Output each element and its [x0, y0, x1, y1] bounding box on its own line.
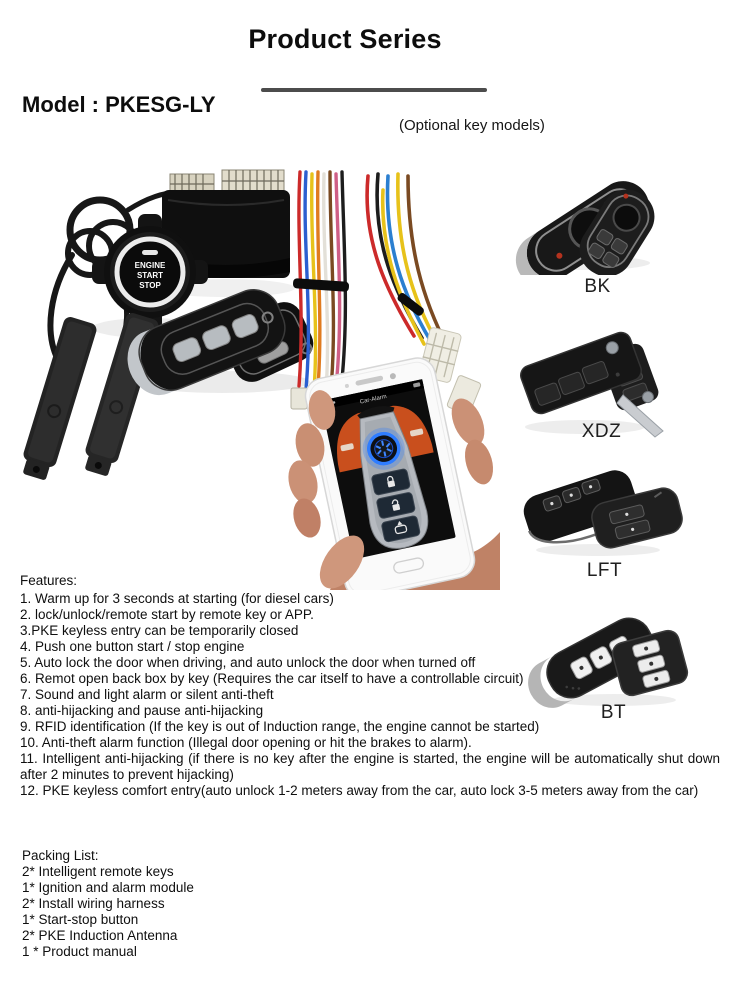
fingers-image	[288, 390, 365, 589]
app-title: Car-Alarm	[359, 394, 387, 406]
optional-key-models-label: (Optional key models)	[399, 117, 545, 134]
start-button-label-line1: ENGINE	[135, 261, 166, 270]
feature-item-9: 9. RFID identification (If the key is ou…	[20, 719, 540, 734]
key-model-bk-label: BK	[584, 276, 611, 297]
packing-item-5: 2* PKE Induction Antenna	[22, 928, 178, 943]
packing-item-1: 2* Intelligent remote keys	[22, 864, 174, 879]
feature-item-6: 6. Remot open back box by key (Requires …	[20, 671, 524, 686]
feature-item-11: 11. Intelligent anti-hijacking (if there…	[20, 751, 720, 782]
start-button-image: ENGINE START STOP	[92, 214, 208, 330]
product-photo-image: ENGINE START STOP	[23, 169, 500, 590]
key-model-lft-image	[523, 470, 683, 556]
feature-item-2: 2. lock/unlock/remote start by remote ke…	[20, 607, 314, 622]
features-section: Features: 1. Warm up for 3 seconds at st…	[20, 573, 720, 799]
packing-item-2: 1* Ignition and alarm module	[22, 880, 194, 895]
lock-icon	[387, 475, 396, 488]
feature-item-5: 5. Auto lock the door when driving, and …	[20, 655, 476, 670]
feature-item-1: 1. Warm up for 3 seconds at starting (fo…	[20, 591, 334, 606]
title-divider	[261, 88, 487, 92]
feature-item-3: 3.PKE keyless entry can be temporarily c…	[20, 623, 299, 638]
feature-item-12: 12. PKE keyless comfort entry(auto unloc…	[20, 783, 699, 798]
unlock-icon	[391, 499, 401, 511]
packing-item-6: 1 * Product manual	[22, 944, 137, 959]
trunk-icon	[394, 521, 408, 535]
model-heading: Model : PKESG-LY	[22, 92, 216, 117]
key-model-xdz-label: XDZ	[581, 421, 622, 442]
packing-section: Packing List: 2* Intelligent remote keys…	[22, 848, 442, 960]
feature-item-4: 4. Push one button start / stop engine	[20, 639, 245, 654]
features-heading: Features:	[20, 573, 78, 588]
packing-item-3: 2* Install wiring harness	[22, 896, 165, 911]
feature-item-8: 8. anti-hijacking and pause anti-hijacki…	[20, 703, 264, 718]
key-model-bk-image	[515, 181, 655, 275]
key-model-lft-label: LFT	[586, 560, 623, 581]
packing-heading: Packing List:	[22, 848, 99, 863]
wiring-harness-left-image	[290, 170, 350, 412]
app-keyfob-ui	[359, 411, 429, 549]
page-title: Product Series	[248, 24, 442, 54]
start-button-label-line3: STOP	[139, 281, 161, 290]
remote-keys-image	[127, 289, 314, 396]
packing-item-4: 1* Start-stop button	[22, 912, 139, 927]
key-model-bt-label: BT	[600, 702, 627, 723]
feature-item-7: 7. Sound and light alarm or silent anti-…	[20, 687, 274, 702]
phone-app-image: Car-Alarm	[304, 357, 476, 590]
start-button-label-line2: START	[137, 271, 163, 280]
feature-item-10: 10. Anti-theft alarm function (Illegal d…	[20, 735, 472, 750]
